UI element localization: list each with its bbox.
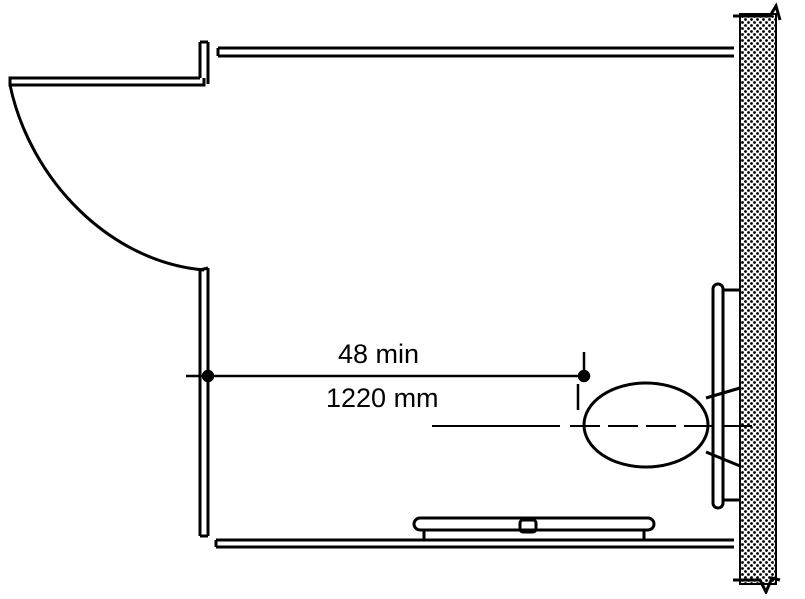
- water-closet: [432, 381, 756, 469]
- door-swing: [8, 76, 206, 272]
- side-grab-bar: [412, 516, 656, 540]
- dimension-label-metric: 1220 mm: [326, 383, 439, 413]
- dimension-line: [186, 352, 591, 410]
- bottom-partition: [214, 538, 734, 549]
- dimension-label-imperial: 48 min: [338, 339, 420, 369]
- top-partition: [216, 46, 734, 58]
- masonry-wall: [733, 2, 782, 596]
- front-partition: [198, 40, 210, 538]
